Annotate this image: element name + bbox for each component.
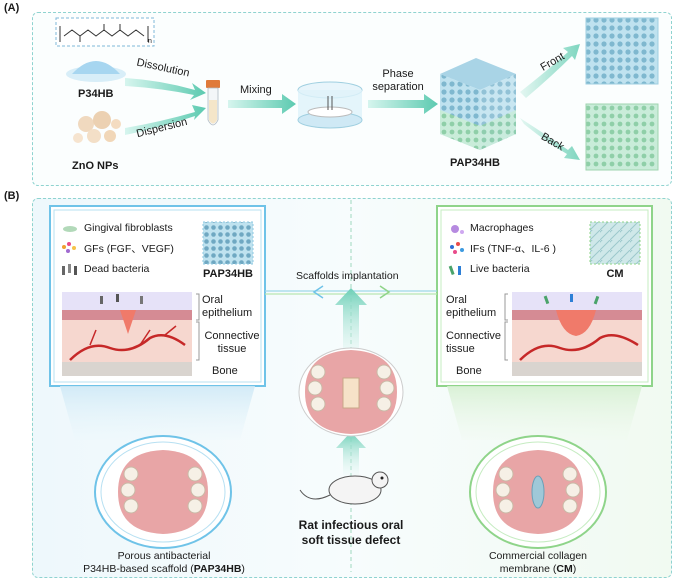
phase-line-1: Phase <box>382 68 414 80</box>
right-oral-epithelium: Oral epithelium <box>446 294 496 320</box>
right-oral-2: epithelium <box>446 307 497 319</box>
right-oral-1: Oral <box>446 294 467 306</box>
left-legend-dead-bacteria: Dead bacteria <box>84 263 150 275</box>
rat-line-2: soft tissue defect <box>301 533 401 547</box>
right-caption: Commercial collagen membrane (CM) <box>468 550 608 576</box>
scaffolds-implantation-label: Scaffolds implantation <box>296 270 399 282</box>
right-bone: Bone <box>456 365 482 377</box>
pap34hb-a-label: PAP34HB <box>450 157 500 169</box>
phase-line-2: separation <box>372 81 424 93</box>
mixing-label: Mixing <box>240 84 272 96</box>
phase-separation-label: Phase separation <box>372 68 424 94</box>
left-oral-2: epithelium <box>202 307 253 319</box>
left-connective: Connective tissue <box>200 330 264 356</box>
formula-box <box>55 17 155 47</box>
rat-line-1: Rat infectious oral <box>298 518 404 532</box>
p34hb-label: P34HB <box>78 88 114 100</box>
rat-defect-caption: Rat infectious oral soft tissue defect <box>281 518 421 548</box>
panel-b-letter: (B) <box>4 190 20 202</box>
left-legend-gfs: GFs (FGF、VEGF) <box>84 243 174 255</box>
left-inset-label: PAP34HB <box>203 268 253 280</box>
left-conn-2: tissue <box>217 343 247 355</box>
zno-label: ZnO NPs <box>72 160 119 172</box>
right-legend-live-bacteria: Live bacteria <box>470 263 530 275</box>
panel-a-letter: (A) <box>4 2 20 14</box>
left-conn-1: Connective <box>204 330 260 342</box>
right-legend-macrophages: Macrophages <box>470 222 534 234</box>
left-cap-1: Porous antibacterial <box>117 550 211 562</box>
left-caption: Porous antibacterial P34HB-based scaffol… <box>78 550 250 576</box>
right-cap-2: membrane (CM) <box>499 563 577 575</box>
formula-subscript: n <box>148 38 152 45</box>
right-cap-1: Commercial collagen <box>488 550 588 562</box>
left-bone: Bone <box>212 365 238 377</box>
panel-a-graphics <box>55 17 659 171</box>
left-legend-fibroblasts: Gingival fibroblasts <box>84 222 173 234</box>
right-conn-1: Connective <box>446 330 502 342</box>
right-conn-2: tissue <box>446 343 475 355</box>
right-connective: Connective tissue <box>446 330 501 356</box>
left-oral-1: Oral <box>202 294 223 306</box>
left-oral-epithelium: Oral epithelium <box>202 294 252 320</box>
right-legend-ifs: IFs (TNF-α、IL-6 ) <box>470 243 556 255</box>
right-inset-label: CM <box>606 268 624 280</box>
left-cap-2: P34HB-based scaffold (PAP34HB) <box>83 563 245 575</box>
